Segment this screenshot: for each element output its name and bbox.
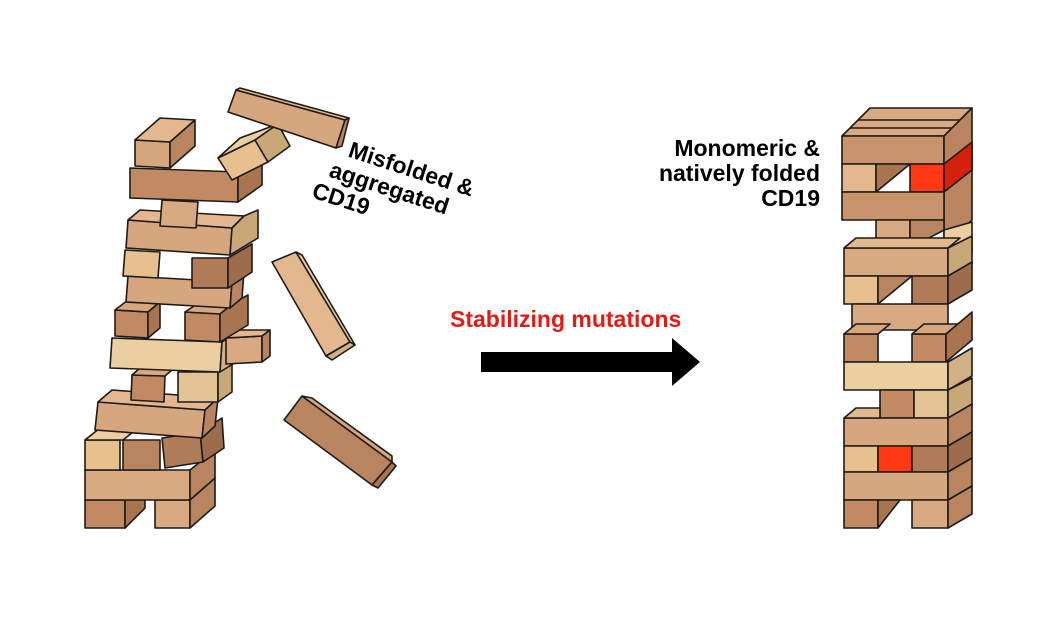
falling-block [283,395,397,489]
left-collapsing-tower [84,87,397,529]
right-stable-tower [841,107,973,529]
tower-block [109,329,271,373]
falling-block [227,87,350,149]
stabilizing-mutations-label: Stabilizing mutations [450,306,682,332]
label-line: natively folded [658,160,820,186]
tower-block [841,107,973,249]
tower-block [114,294,249,343]
tower-block [125,199,259,256]
transition-arrow [481,338,700,386]
label-line: Monomeric & [674,135,820,161]
stabilizing-mutation-block [877,445,913,473]
label-line: CD19 [761,185,820,211]
tower-block [843,485,973,529]
tower-block [843,235,973,331]
tower-block [843,431,973,501]
falling-block [271,251,356,361]
tower-block [122,243,253,309]
stabilizing-mutation-block [909,163,945,193]
native-label: Monomeric & natively folded CD19 [560,136,820,211]
tower-block [84,417,225,471]
tower-block [129,117,291,203]
